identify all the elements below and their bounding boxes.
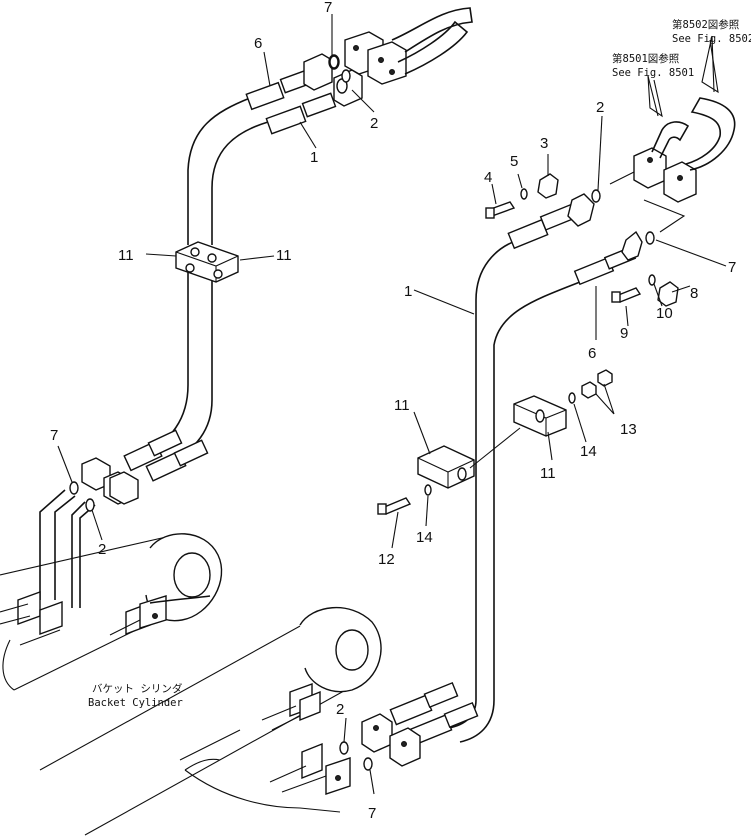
callout-9: 9	[620, 325, 628, 342]
callout-6-mid: 6	[588, 345, 596, 362]
callout-2-bottom: 2	[336, 701, 344, 718]
callout-10: 10	[656, 305, 673, 322]
clamp-upper	[175, 241, 239, 283]
callout-1-top: 1	[310, 149, 318, 166]
callout-2-top: 2	[370, 115, 378, 132]
left-pipe-assembly	[39, 7, 473, 608]
o-rings	[69, 55, 655, 771]
callout-12: 12	[378, 551, 395, 568]
callout-3: 3	[540, 135, 548, 152]
hose-top-left	[245, 68, 337, 135]
bucket-cylinder-label-jp: バケット シリンダ	[92, 682, 183, 695]
ref-8502-jp: 第8502図参照	[672, 18, 740, 31]
callout-11-top-right: 11	[276, 247, 292, 264]
bucket-cylinder-label-en: Backet Cylinder	[88, 697, 183, 709]
callout-8: 8	[690, 285, 698, 302]
callout-4: 4	[484, 169, 492, 186]
figure-references: 第8502図参照 See Fig. 8502 第8501図参照 See Fig.…	[88, 18, 751, 709]
callout-11-top-left: 11	[118, 247, 134, 264]
callout-7-right: 7	[728, 259, 736, 276]
callout-labels: 6 7 2 1 11 11 7 2 4 5 3 2 7 8 9 10 6 1 1…	[50, 0, 736, 822]
callout-7-top: 7	[324, 0, 332, 16]
callout-5: 5	[510, 153, 518, 170]
bucket-cylinder-left	[0, 533, 223, 691]
callout-11-mid-right: 11	[540, 465, 556, 482]
callout-14-left: 14	[416, 529, 433, 546]
callout-7-left: 7	[50, 427, 58, 444]
callout-2-right: 2	[596, 99, 604, 116]
hose-lower-left	[81, 429, 209, 505]
bucket-cylinder-lower	[39, 607, 382, 836]
ref-8502-en: See Fig. 8502	[672, 33, 751, 45]
ref-8501-jp: 第8501図参照	[612, 52, 680, 65]
callout-7-bottom: 7	[368, 805, 376, 822]
leader-lines	[57, 14, 727, 795]
callout-1-mid: 1	[404, 283, 412, 300]
ref-8501-en: See Fig. 8501	[612, 67, 694, 79]
right-pipe-assembly	[361, 97, 736, 767]
callout-6-top: 6	[254, 35, 262, 52]
callout-13: 13	[620, 421, 637, 438]
callout-2-left: 2	[98, 541, 106, 558]
callout-11-mid-left: 11	[394, 397, 410, 414]
flange-top-left	[303, 31, 407, 107]
callout-14-right: 14	[580, 443, 597, 460]
